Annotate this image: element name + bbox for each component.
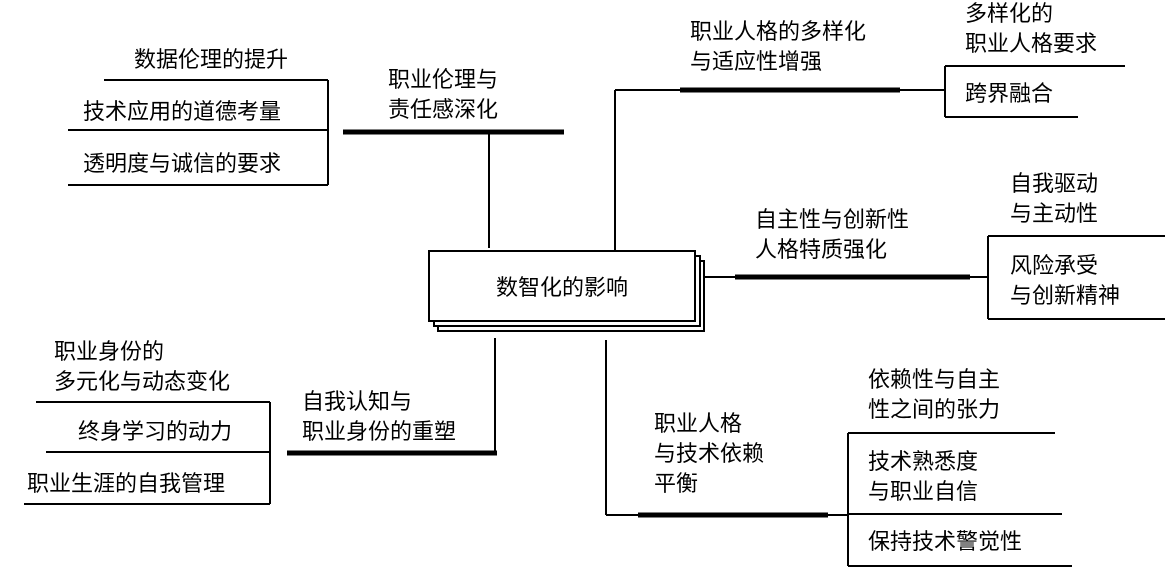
ethics-item-1: 数据伦理的提升 [134,48,289,73]
branch-balance-title: 职业人格 与技术依赖 平衡 [654,412,765,497]
balance-item-3: 保持技术警觉性 [868,530,1023,555]
center-node-label: 数智化的影响 [495,276,628,301]
autonomy-item-2: 风险承受 与创新精神 [1010,254,1121,309]
center-node: 数智化的影响 [428,250,696,322]
identity-item-3: 职业生涯的自我管理 [27,472,226,497]
ethics-item-3: 透明度与诚信的要求 [83,152,282,177]
diversity-item-2: 跨界融合 [965,82,1054,107]
autonomy-item-1: 自我驱动 与主动性 [1010,172,1099,227]
branch-ethics-title: 职业伦理与 责任感深化 [388,68,499,123]
diversity-item-1: 多样化的 职业人格要求 [965,2,1098,57]
branch-identity-title: 自我认知与 职业身份的重塑 [302,390,457,445]
balance-item-2: 技术熟悉度 与职业自信 [868,450,979,505]
branch-diversity-title: 职业人格的多样化 与适应性增强 [690,20,867,75]
balance-item-1: 依赖性与自主 性之间的张力 [868,368,1001,423]
branch-autonomy-title: 自主性与创新性 人格特质强化 [755,208,910,263]
identity-item-2: 终身学习的动力 [78,420,233,445]
identity-item-1: 职业身份的 多元化与动态变化 [54,340,231,395]
ethics-item-2: 技术应用的道德考量 [83,100,282,125]
